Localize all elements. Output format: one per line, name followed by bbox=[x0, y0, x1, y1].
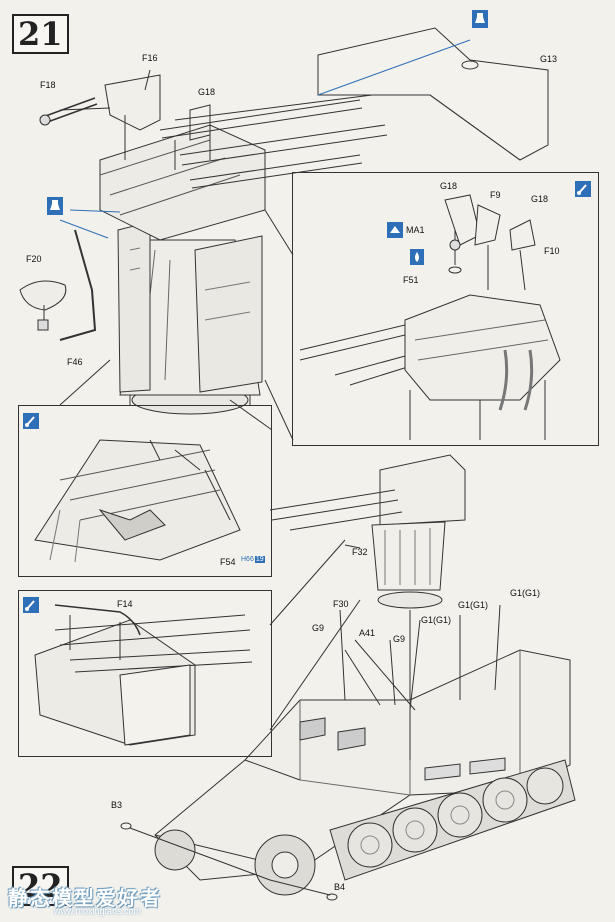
part-label-a41: A41 bbox=[359, 628, 376, 638]
part-label-g9-a: G9 bbox=[312, 623, 325, 633]
part-label-f51: F51 bbox=[403, 275, 419, 285]
position-icon bbox=[387, 222, 403, 238]
part-label-b4: B4 bbox=[334, 882, 346, 892]
part-label-f18: F18 bbox=[40, 80, 56, 90]
part-label-b3: B3 bbox=[111, 800, 123, 810]
paint-icon bbox=[23, 597, 39, 613]
part-ref-h66-number: 19 bbox=[254, 556, 265, 563]
part-label-f30: F30 bbox=[333, 599, 349, 609]
part-label-g1-b: G1(G1) bbox=[458, 600, 489, 610]
part-label-f10: F10 bbox=[544, 246, 560, 256]
part-ref-h66-code: H66 bbox=[241, 556, 254, 563]
part-label-f14: F14 bbox=[117, 599, 133, 609]
part-label-f32: F32 bbox=[352, 547, 368, 557]
part-label-g18: G18 bbox=[198, 87, 216, 97]
part-label-g13: G13 bbox=[540, 54, 558, 64]
watermark-url: www.moxingfans.com bbox=[54, 906, 142, 916]
paint-icon bbox=[23, 413, 39, 429]
detail-panel-step22 bbox=[18, 590, 272, 757]
part-label-g18-detail-2: G18 bbox=[531, 194, 549, 204]
part-label-f46: F46 bbox=[67, 357, 83, 367]
part-label-f16: F16 bbox=[142, 53, 158, 63]
glue-icon bbox=[47, 197, 63, 215]
part-label-f20: F20 bbox=[26, 254, 42, 264]
part-label-g9-b: G9 bbox=[393, 634, 406, 644]
detail-panel-left bbox=[18, 405, 272, 577]
step-number-21: 21 bbox=[12, 14, 69, 54]
drop-icon bbox=[410, 249, 424, 265]
part-label-g1-a: G1(G1) bbox=[421, 615, 452, 625]
part-label-f9: F9 bbox=[490, 190, 501, 200]
part-label-g18-detail-1: G18 bbox=[440, 181, 458, 191]
part-label-ma1: MA1 bbox=[406, 225, 425, 235]
glue-icon bbox=[472, 10, 488, 28]
part-label-g1-c: G1(G1) bbox=[510, 588, 541, 598]
watermark-brand: 静态模型爱好者 bbox=[8, 886, 162, 910]
part-label-f54: F54 bbox=[220, 557, 236, 567]
detail-panel-right bbox=[292, 172, 599, 446]
step-number-22: 22 bbox=[12, 866, 69, 906]
paint-icon bbox=[575, 181, 591, 197]
